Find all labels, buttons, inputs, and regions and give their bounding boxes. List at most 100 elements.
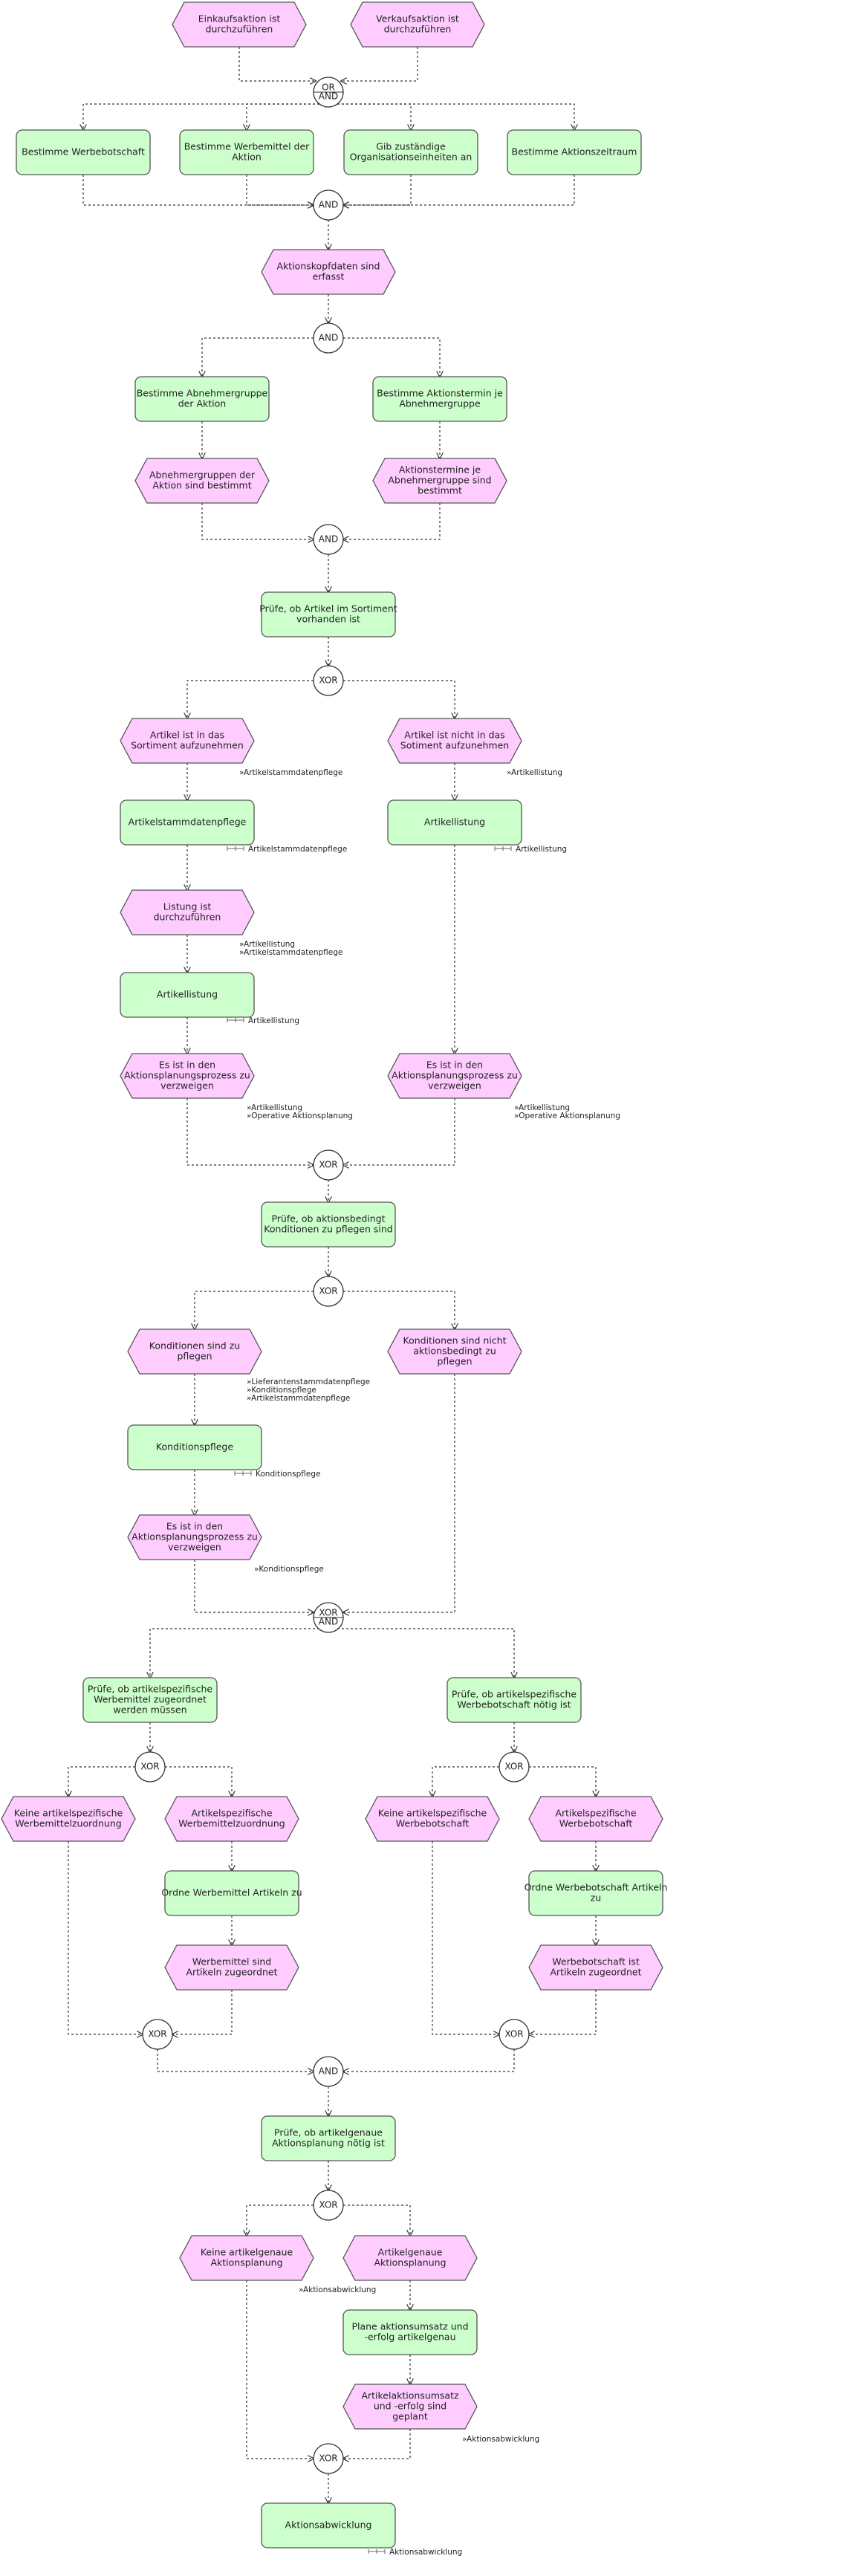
connector-xor[interactable]: XOR <box>313 2190 344 2221</box>
node-label: Werbemittelzuordnung <box>178 1818 285 1829</box>
node-label: Keine artikelspezifische <box>378 1808 487 1819</box>
connector-and[interactable]: AND <box>313 322 344 354</box>
process-reference[interactable]: »Aktionsabwicklung <box>299 2285 376 2294</box>
node-label: Aktionsabwicklung <box>285 2520 372 2531</box>
node-label: AND <box>319 534 338 545</box>
process-link[interactable]: Artikellistung <box>494 845 567 854</box>
process-reference[interactable]: »Konditionspflege <box>254 1565 324 1574</box>
connector-circle <box>313 322 344 354</box>
connector-xor[interactable]: XOR <box>142 2019 173 2050</box>
function-f-listung-r[interactable]: Artikellistung <box>387 799 522 846</box>
function-f-pruef-sort[interactable]: Prüfe, ob Artikel im Sortimentvorhanden … <box>259 591 397 637</box>
process-reference[interactable]: »Artikellistung»Operative Aktionsplanung <box>514 1103 620 1120</box>
control-flow-arrow <box>247 103 328 130</box>
process-link-icon <box>227 1018 244 1022</box>
control-flow-arrow <box>328 1628 514 1678</box>
node-label: Artikelstammdatenpflege <box>129 817 247 828</box>
function-f-stamm[interactable]: Artikelstammdatenpflege <box>120 799 255 846</box>
connector-xor[interactable]: XOR <box>499 1751 530 1782</box>
process-link[interactable]: Artikelstammdatenpflege <box>227 845 347 854</box>
node-label: Es ist in den <box>426 1060 483 1071</box>
process-reference[interactable]: »Artikellistung»Operative Aktionsplanung <box>247 1103 353 1120</box>
process-reference[interactable]: »Artikellistung»Artikelstammdatenpflege <box>239 940 342 957</box>
process-reference[interactable]: »Aktionsabwicklung <box>462 2435 539 2444</box>
function-f-pruef-wb[interactable]: Prüfe, ob artikelspezifischeWerbebotscha… <box>447 1677 582 1723</box>
connector-and[interactable]: AND <box>313 189 344 221</box>
connector-and[interactable]: AND <box>313 2056 344 2087</box>
event-shape <box>179 2235 314 2281</box>
connector-xor[interactable]: XOR <box>313 1149 344 1181</box>
process-reference[interactable]: »Artikelstammdatenpflege <box>239 768 342 777</box>
connector-xor[interactable]: XOR <box>134 1751 166 1782</box>
node-label: Aktionsplanungsprozess zu <box>392 1070 518 1081</box>
node-label: Konditionspflege <box>156 1441 233 1453</box>
connector-and[interactable]: AND <box>313 524 344 555</box>
function-shape <box>261 591 396 637</box>
control-flow-arrow <box>328 103 574 130</box>
event-e-keine-wm[interactable]: Keine artikelspezifischeWerbemittelzuord… <box>1 1796 136 1842</box>
reference-text: »Konditionspflege <box>254 1565 324 1574</box>
process-reference[interactable]: »Artikellistung <box>507 768 562 777</box>
connector-circle <box>313 1276 344 1307</box>
function-f-zeitraum[interactable]: Bestimme Aktionszeitraum <box>507 129 642 175</box>
connector-xor[interactable]: XOR <box>313 1276 344 1307</box>
function-f-werbebot[interactable]: Bestimme Werbebotschaft <box>16 129 151 175</box>
function-f-kondpflege[interactable]: Konditionspflege <box>127 1424 262 1470</box>
node-label: Aktion <box>232 152 262 163</box>
function-f-ordne-wm[interactable]: Ordne Werbemittel Artikeln zu <box>161 1870 302 1916</box>
node-label: Abnehmergruppen der <box>149 470 256 481</box>
connector-xor[interactable]: XOR <box>499 2019 530 2050</box>
node-label: Aktionsplanung <box>210 2257 282 2268</box>
process-link[interactable]: Artikellistung <box>227 1016 299 1025</box>
connector-xor[interactable]: XOR <box>313 2443 344 2474</box>
control-flow-arrow <box>150 1628 328 1678</box>
function-f-pruef-wm[interactable]: Prüfe, ob artikelspezifischeWerbemittel … <box>82 1677 218 1723</box>
process-link-label: Aktionsabwicklung <box>389 2548 462 2557</box>
process-link[interactable]: Aktionsabwicklung <box>368 2548 462 2557</box>
event-shape <box>528 1796 663 1842</box>
function-f-abwicklung[interactable]: Aktionsabwicklung <box>261 2502 396 2549</box>
process-link[interactable]: Konditionspflege <box>234 1470 320 1479</box>
control-flow-arrow <box>341 47 418 81</box>
process-reference[interactable]: »Lieferantenstammdatenpflege»Konditionsp… <box>247 1378 370 1403</box>
event-shape <box>172 1 307 48</box>
connector-xor[interactable]: XOR <box>313 665 344 696</box>
node-label: Werbebotschaft <box>396 1818 470 1829</box>
function-f-listung-l[interactable]: Artikellistung <box>120 972 255 1018</box>
connector-circle <box>313 2443 344 2474</box>
node-label: Sotiment aufzunehmen <box>400 740 509 751</box>
node-label: verzweigen <box>428 1080 481 1091</box>
node-label: Bestimme Werbebotschaft <box>22 146 145 158</box>
function-f-plane[interactable]: Plane aktionsumsatz und-erfolg artikelge… <box>342 2309 478 2355</box>
